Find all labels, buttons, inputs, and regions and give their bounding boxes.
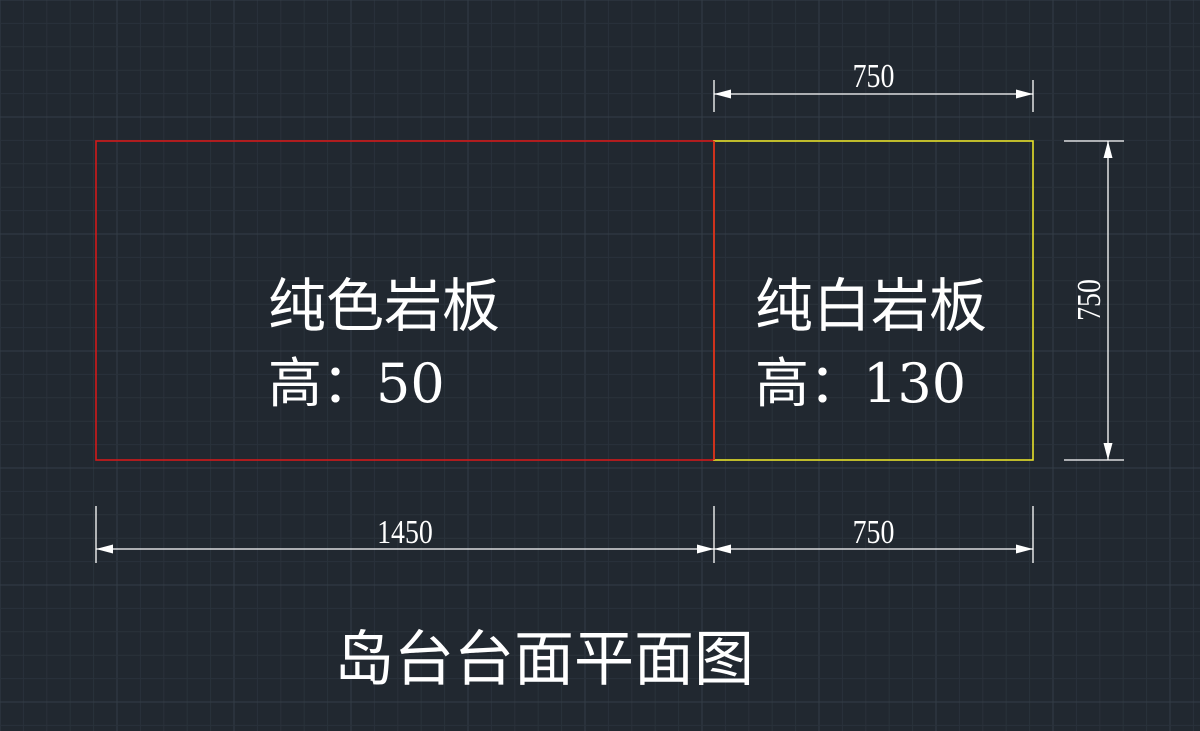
- left-slab-height: 高：50: [268, 352, 445, 415]
- right-height-dimension: [1064, 140, 1124, 461]
- right-slab-name: 纯白岩板: [755, 272, 987, 340]
- bottom-right-width-label: 750: [853, 512, 895, 550]
- top-width-dimension: [713, 80, 1034, 112]
- drawing-title: 岛台台面平面图: [334, 625, 754, 695]
- bottom-width-dimensions: [95, 506, 1034, 563]
- right-slab-height: 高：130: [755, 352, 966, 415]
- top-width-label: 750: [853, 56, 895, 94]
- left-slab-name: 纯色岩板: [268, 272, 500, 340]
- right-height-label: 750: [1069, 279, 1107, 321]
- bottom-left-width-label: 1450: [377, 512, 433, 550]
